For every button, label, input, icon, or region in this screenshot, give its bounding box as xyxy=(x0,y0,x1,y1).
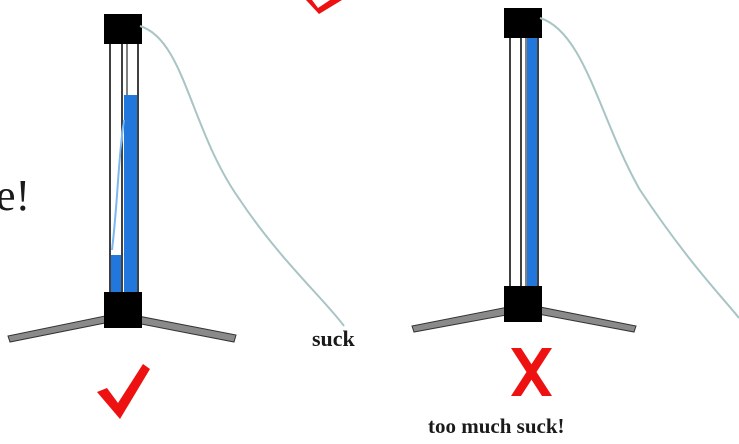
right-tripod-leg-right xyxy=(537,306,637,333)
right-tripod-leg-left xyxy=(411,306,513,333)
right-top-clamp xyxy=(504,8,542,38)
cross-icon xyxy=(511,348,552,396)
left-bottom-clamp xyxy=(104,292,142,328)
right-liquid-column xyxy=(527,36,537,292)
right-bottom-clamp xyxy=(504,286,542,322)
suck-label: suck xyxy=(312,326,355,351)
left-apparatus xyxy=(7,14,345,343)
left-tripod-leg-right xyxy=(135,315,237,343)
right-hose xyxy=(539,17,739,319)
checkmark-icon xyxy=(97,364,150,419)
too-much-suck-label: too much suck! xyxy=(428,414,565,438)
left-liquid-wave xyxy=(111,119,125,251)
left-liquid-column-right xyxy=(124,95,137,297)
top-checkmark-icon xyxy=(306,0,342,14)
left-tripod-leg-left xyxy=(7,315,111,343)
left-top-clamp xyxy=(104,14,142,44)
left-liquid-column-left xyxy=(111,255,121,297)
left-hose xyxy=(139,25,345,327)
partial-text: e! xyxy=(0,171,31,220)
right-apparatus xyxy=(411,8,739,333)
